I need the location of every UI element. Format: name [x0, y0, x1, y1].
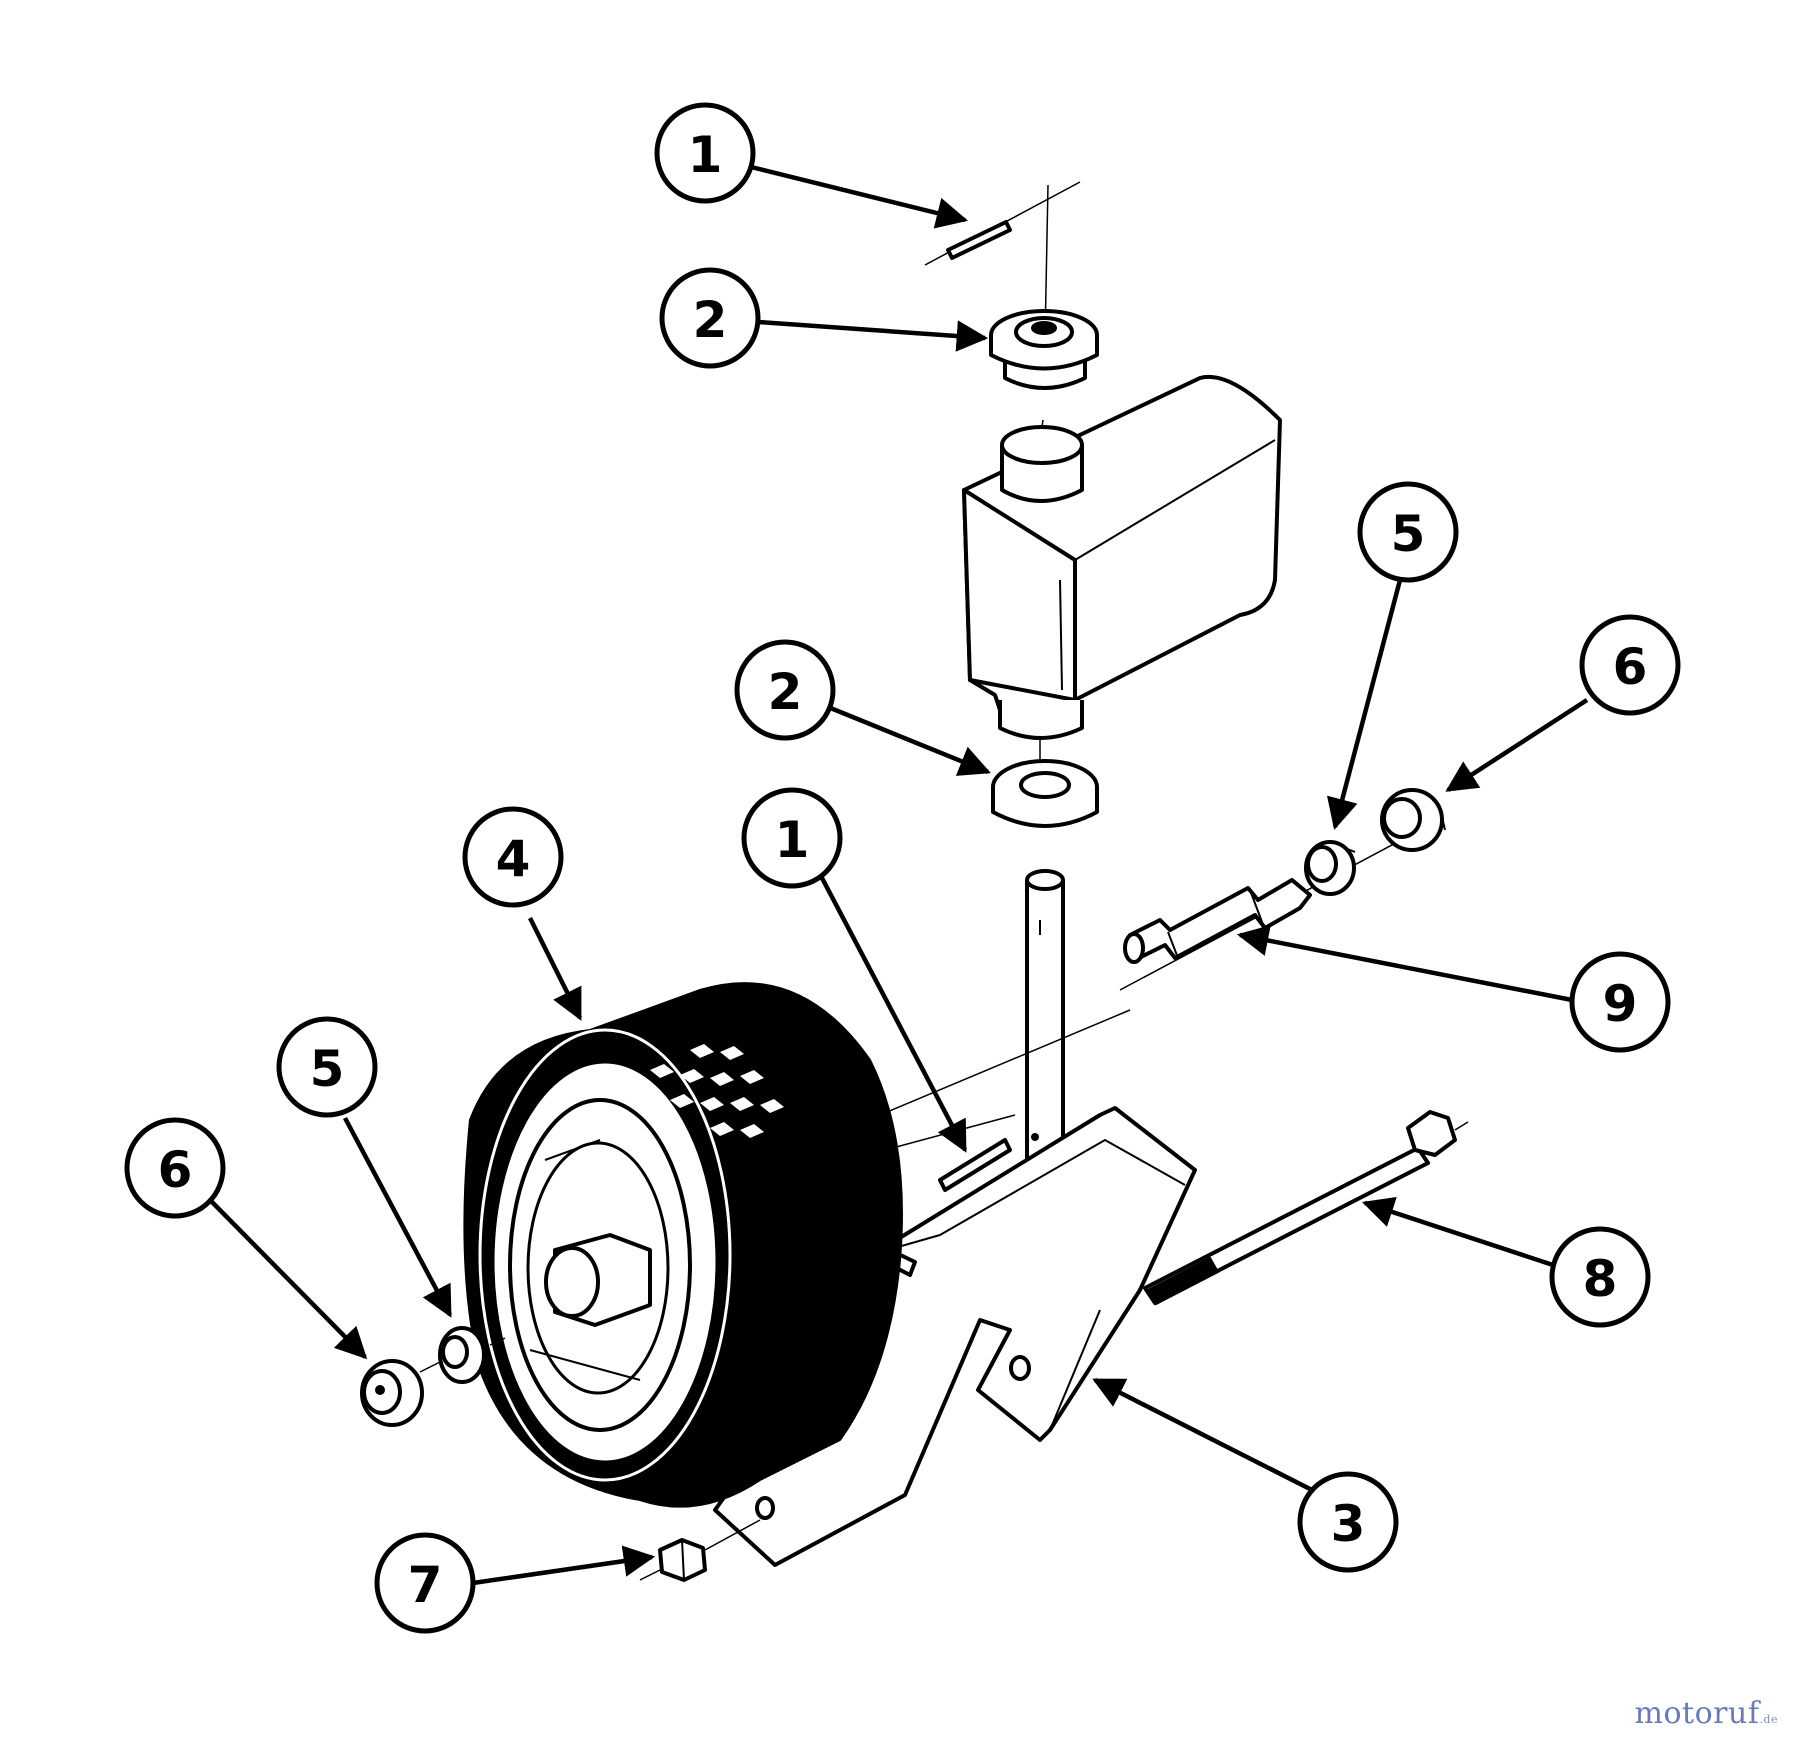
lower-bearing: [991, 759, 1099, 828]
leader-9: [1236, 924, 1573, 1003]
wheel-tire: [463, 982, 903, 1508]
long-bolt: [1143, 1110, 1469, 1306]
watermark-logo: motoruf.de: [1635, 1696, 1778, 1731]
leader-5a: [1326, 579, 1403, 831]
right-bushing: [1304, 840, 1356, 896]
watermark-name: motoruf: [1634, 1696, 1760, 1731]
svg-text:1: 1: [775, 811, 810, 869]
leader-6b: [208, 1198, 368, 1360]
callout-6-left: 6: [124, 1117, 226, 1219]
callout-4-wheel: 4: [462, 806, 564, 908]
callout-6-right: 6: [1579, 614, 1681, 716]
svg-text:5: 5: [310, 1040, 345, 1098]
svg-text:6: 6: [158, 1141, 193, 1199]
leader-2b: [827, 704, 991, 776]
svg-text:2: 2: [768, 663, 803, 721]
svg-text:2: 2: [693, 291, 728, 349]
leader-2a: [757, 319, 989, 352]
leader-3: [1092, 1377, 1314, 1493]
leader-7: [472, 1545, 656, 1586]
axle-spacer: [1123, 878, 1312, 964]
svg-text:4: 4: [496, 830, 531, 888]
leader-4: [527, 916, 583, 1021]
caster-housing: [962, 374, 1282, 740]
upper-bearing: [989, 309, 1099, 390]
leader-1a: [750, 164, 969, 229]
svg-text:7: 7: [408, 1556, 443, 1614]
svg-text:5: 5: [1391, 505, 1426, 563]
leader-5b: [343, 1116, 452, 1318]
svg-text:6: 6: [1613, 638, 1648, 696]
watermark-tld: .de: [1759, 1713, 1778, 1726]
right-washer: [1380, 788, 1446, 852]
leader-1b: [820, 876, 967, 1153]
cotter-pin-top: [924, 181, 1081, 266]
callout-9-spacer: 9: [1569, 951, 1671, 1053]
callout-1-top: 1: [654, 102, 756, 204]
hex-nut: [639, 1519, 761, 1582]
leader-6a: [1445, 698, 1589, 792]
svg-text:1: 1: [688, 126, 723, 184]
callout-3-bracket: 3: [1297, 1471, 1399, 1573]
callout-8-bolt: 8: [1549, 1226, 1651, 1328]
left-washer: [360, 1359, 424, 1427]
svg-text:9: 9: [1603, 975, 1638, 1033]
tire-tread-pattern: [650, 1044, 784, 1138]
svg-text:8: 8: [1583, 1250, 1618, 1308]
callout-2-lower: 2: [734, 639, 836, 741]
callout-1-lower: 1: [741, 787, 843, 889]
leader-8: [1362, 1196, 1554, 1268]
svg-text:3: 3: [1331, 1495, 1366, 1553]
callout-5-right: 5: [1357, 481, 1459, 583]
callout-5-left: 5: [276, 1016, 378, 1118]
callout-2-upper: 2: [659, 267, 761, 369]
callout-7-nut: 7: [374, 1532, 476, 1634]
left-bushing: [438, 1326, 486, 1384]
